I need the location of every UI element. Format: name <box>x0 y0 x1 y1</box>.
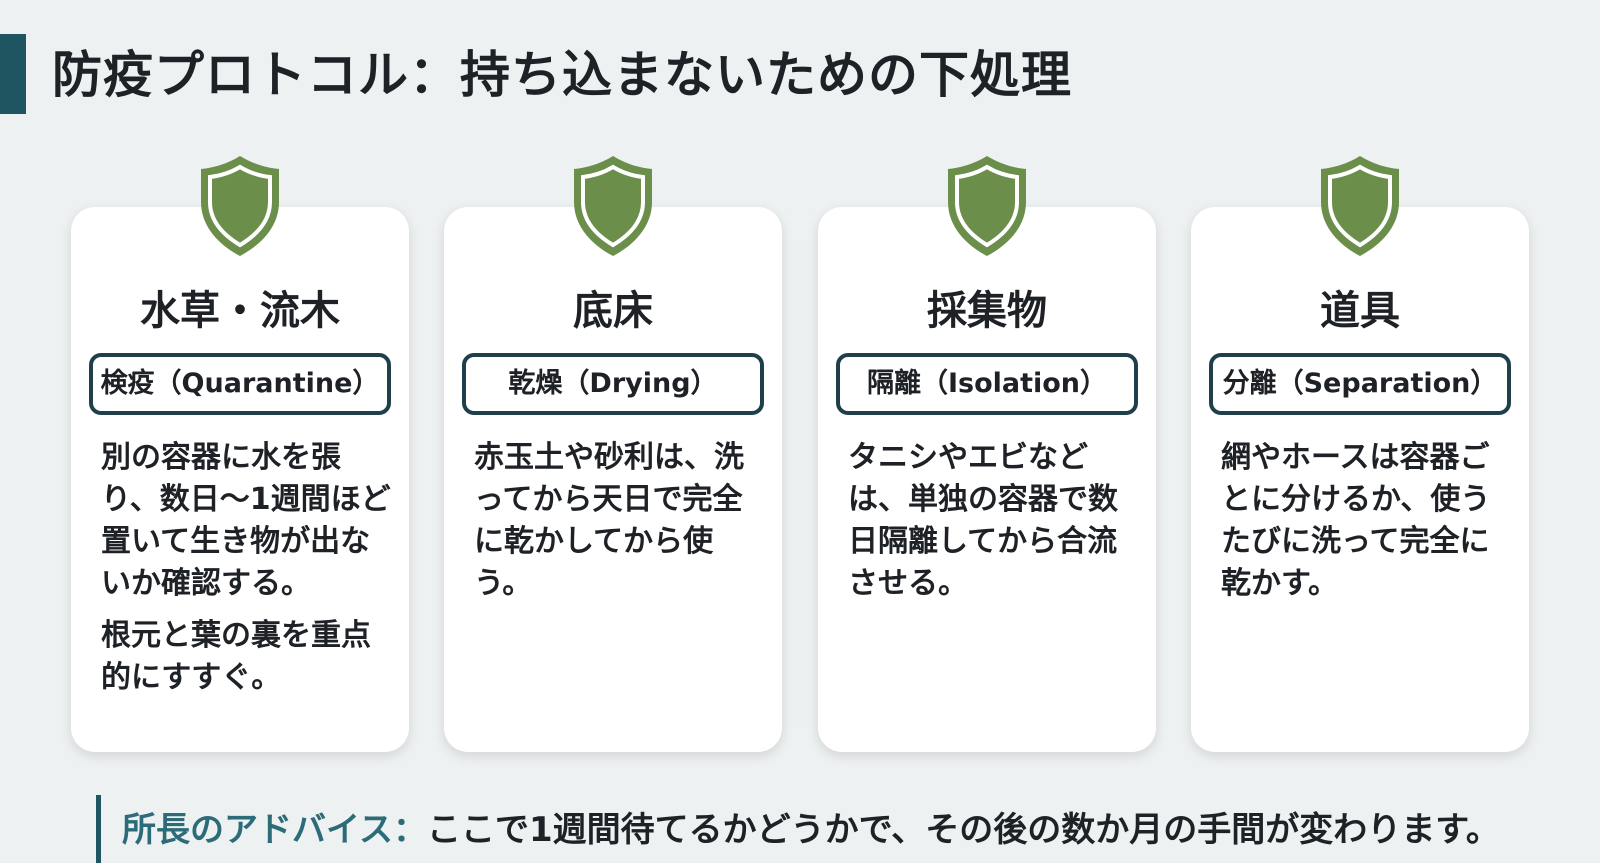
card-tag: 検疫（Quarantine） <box>89 353 391 415</box>
card-body: タニシやエビなどは、単独の容器で数日隔離してから合流させる。 <box>848 437 1138 605</box>
shield-icon <box>193 152 287 260</box>
card-title: 採集物 <box>927 288 1047 334</box>
shield-icon <box>566 152 660 260</box>
advice-text: ここで1週間待てるかどうかで、その後の数か月の手間が変わります。 <box>426 810 1500 850</box>
page-title: 防疫プロトコル：持ち込まないための下処理 <box>52 46 1072 104</box>
card-paragraph: タニシやエビなどは、単独の容器で数日隔離してから合流させる。 <box>848 440 1118 601</box>
shield-icon <box>940 152 1034 260</box>
card-substrate: 底床 乾燥（Drying） 赤玉土や砂利は、洗ってから天日で完全に乾かしてから使… <box>444 207 782 752</box>
card-tag: 分離（Separation） <box>1209 353 1511 415</box>
advice: 所長のアドバイス：ここで1週間待てるかどうかで、その後の数か月の手間が変わります… <box>122 805 1500 855</box>
card-collected: 採集物 隔離（Isolation） タニシやエビなどは、単独の容器で数日隔離して… <box>818 207 1156 752</box>
card-tools: 道具 分離（Separation） 網やホースは容器ごとに分けるか、使うたびに洗… <box>1191 207 1529 752</box>
card-paragraph: 赤玉土や砂利は、洗ってから天日で完全に乾かしてから使う。 <box>474 440 744 601</box>
advice-accent-bar <box>96 795 101 863</box>
card-paragraph: 根元と葉の裏を重点的にすすぐ。 <box>101 618 371 695</box>
card-plants-driftwood: 水草・流木 検疫（Quarantine） 別の容器に水を張り、数日〜1週間ほど置… <box>71 207 409 752</box>
card-body: 別の容器に水を張り、数日〜1週間ほど置いて生き物が出ないか確認する。 根元と葉の… <box>101 437 391 699</box>
card-tag: 隔離（Isolation） <box>836 353 1138 415</box>
card-title: 水草・流木 <box>140 288 340 334</box>
card-paragraph: 網やホースは容器ごとに分けるか、使うたびに洗って完全に乾かす。 <box>1221 440 1491 601</box>
title-accent-bar <box>0 34 26 114</box>
card-body: 網やホースは容器ごとに分けるか、使うたびに洗って完全に乾かす。 <box>1221 437 1511 605</box>
advice-label: 所長のアドバイス： <box>122 810 427 850</box>
card-paragraph: 別の容器に水を張り、数日〜1週間ほど置いて生き物が出ないか確認する。 <box>101 440 391 601</box>
card-title: 道具 <box>1320 288 1400 334</box>
shield-icon <box>1313 152 1407 260</box>
card-body: 赤玉土や砂利は、洗ってから天日で完全に乾かしてから使う。 <box>474 437 764 605</box>
card-title: 底床 <box>573 288 653 334</box>
card-tag: 乾燥（Drying） <box>462 353 764 415</box>
